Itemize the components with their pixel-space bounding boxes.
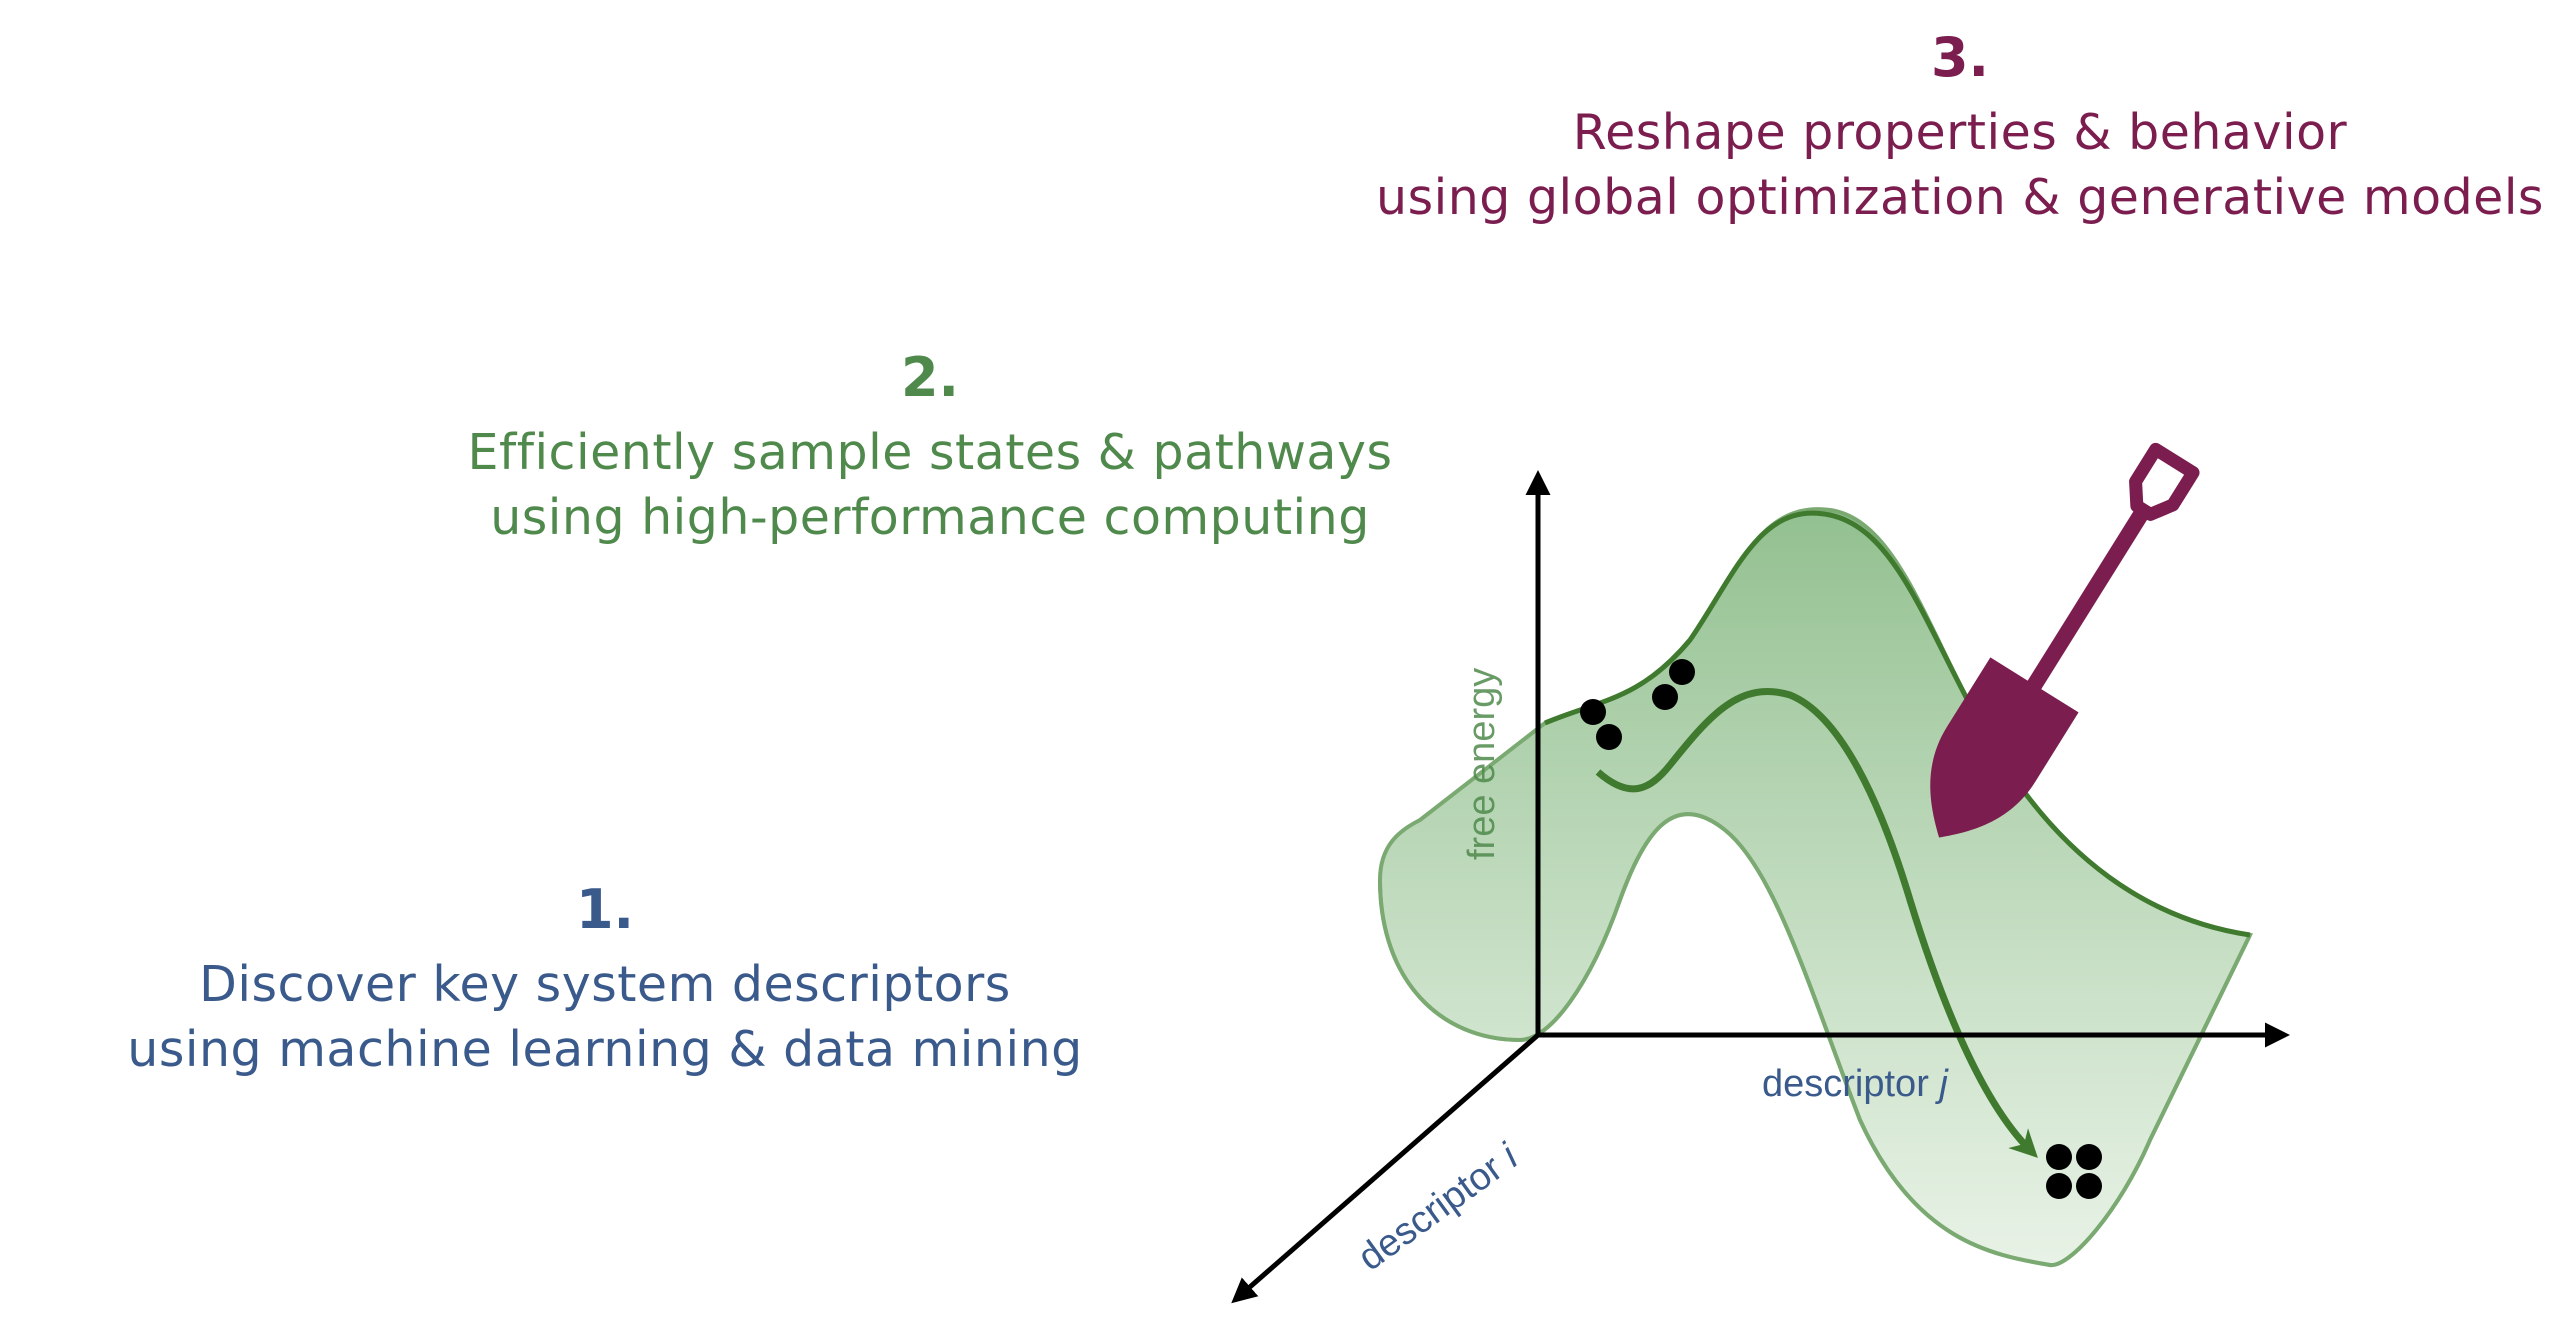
step-2-subtitle: using high-performance computing bbox=[490, 489, 1370, 547]
step-2-title: Efficiently sample states & pathways bbox=[467, 424, 1393, 482]
step-2-sample: 2. Efficiently sample states & pathways … bbox=[450, 348, 1410, 551]
step-1-subtitle: using machine learning & data mining bbox=[127, 1021, 1083, 1079]
step-3-reshape: 3. Reshape properties & behavior using g… bbox=[1370, 28, 2550, 231]
step-1-number: 1. bbox=[575, 878, 635, 941]
step-3-subtitle: using global optimization & generative m… bbox=[1376, 169, 2544, 227]
state-particle bbox=[2046, 1144, 2072, 1170]
descriptor-j-axis-label: descriptor j bbox=[1762, 1063, 1949, 1105]
state-particle bbox=[2046, 1173, 2072, 1199]
state-particle bbox=[2076, 1173, 2102, 1199]
step-1-discover: 1. Discover key system descriptors using… bbox=[105, 880, 1105, 1083]
step-3-title: Reshape properties & behavior bbox=[1572, 104, 2348, 162]
state-particle bbox=[1596, 724, 1622, 750]
surface-ridge-line bbox=[1544, 510, 2251, 938]
descriptor-i-axis bbox=[1231, 1033, 1540, 1304]
transition-pathway-arrow bbox=[1595, 688, 2038, 1158]
state-particle bbox=[1580, 699, 1606, 725]
energy-surface-fold bbox=[1378, 812, 2252, 1268]
state-particle bbox=[2076, 1144, 2102, 1170]
state-particle bbox=[1652, 684, 1678, 710]
shovel-icon bbox=[1930, 442, 2200, 838]
step-2-number: 2. bbox=[900, 346, 960, 409]
free-energy-axis-label: free energy bbox=[1461, 668, 1503, 860]
step-3-number: 3. bbox=[1930, 26, 1990, 89]
descriptor-i-axis-label: descriptor i bbox=[1351, 1135, 1527, 1279]
state-particle bbox=[1669, 659, 1695, 685]
step-1-title: Discover key system descriptors bbox=[199, 956, 1011, 1014]
